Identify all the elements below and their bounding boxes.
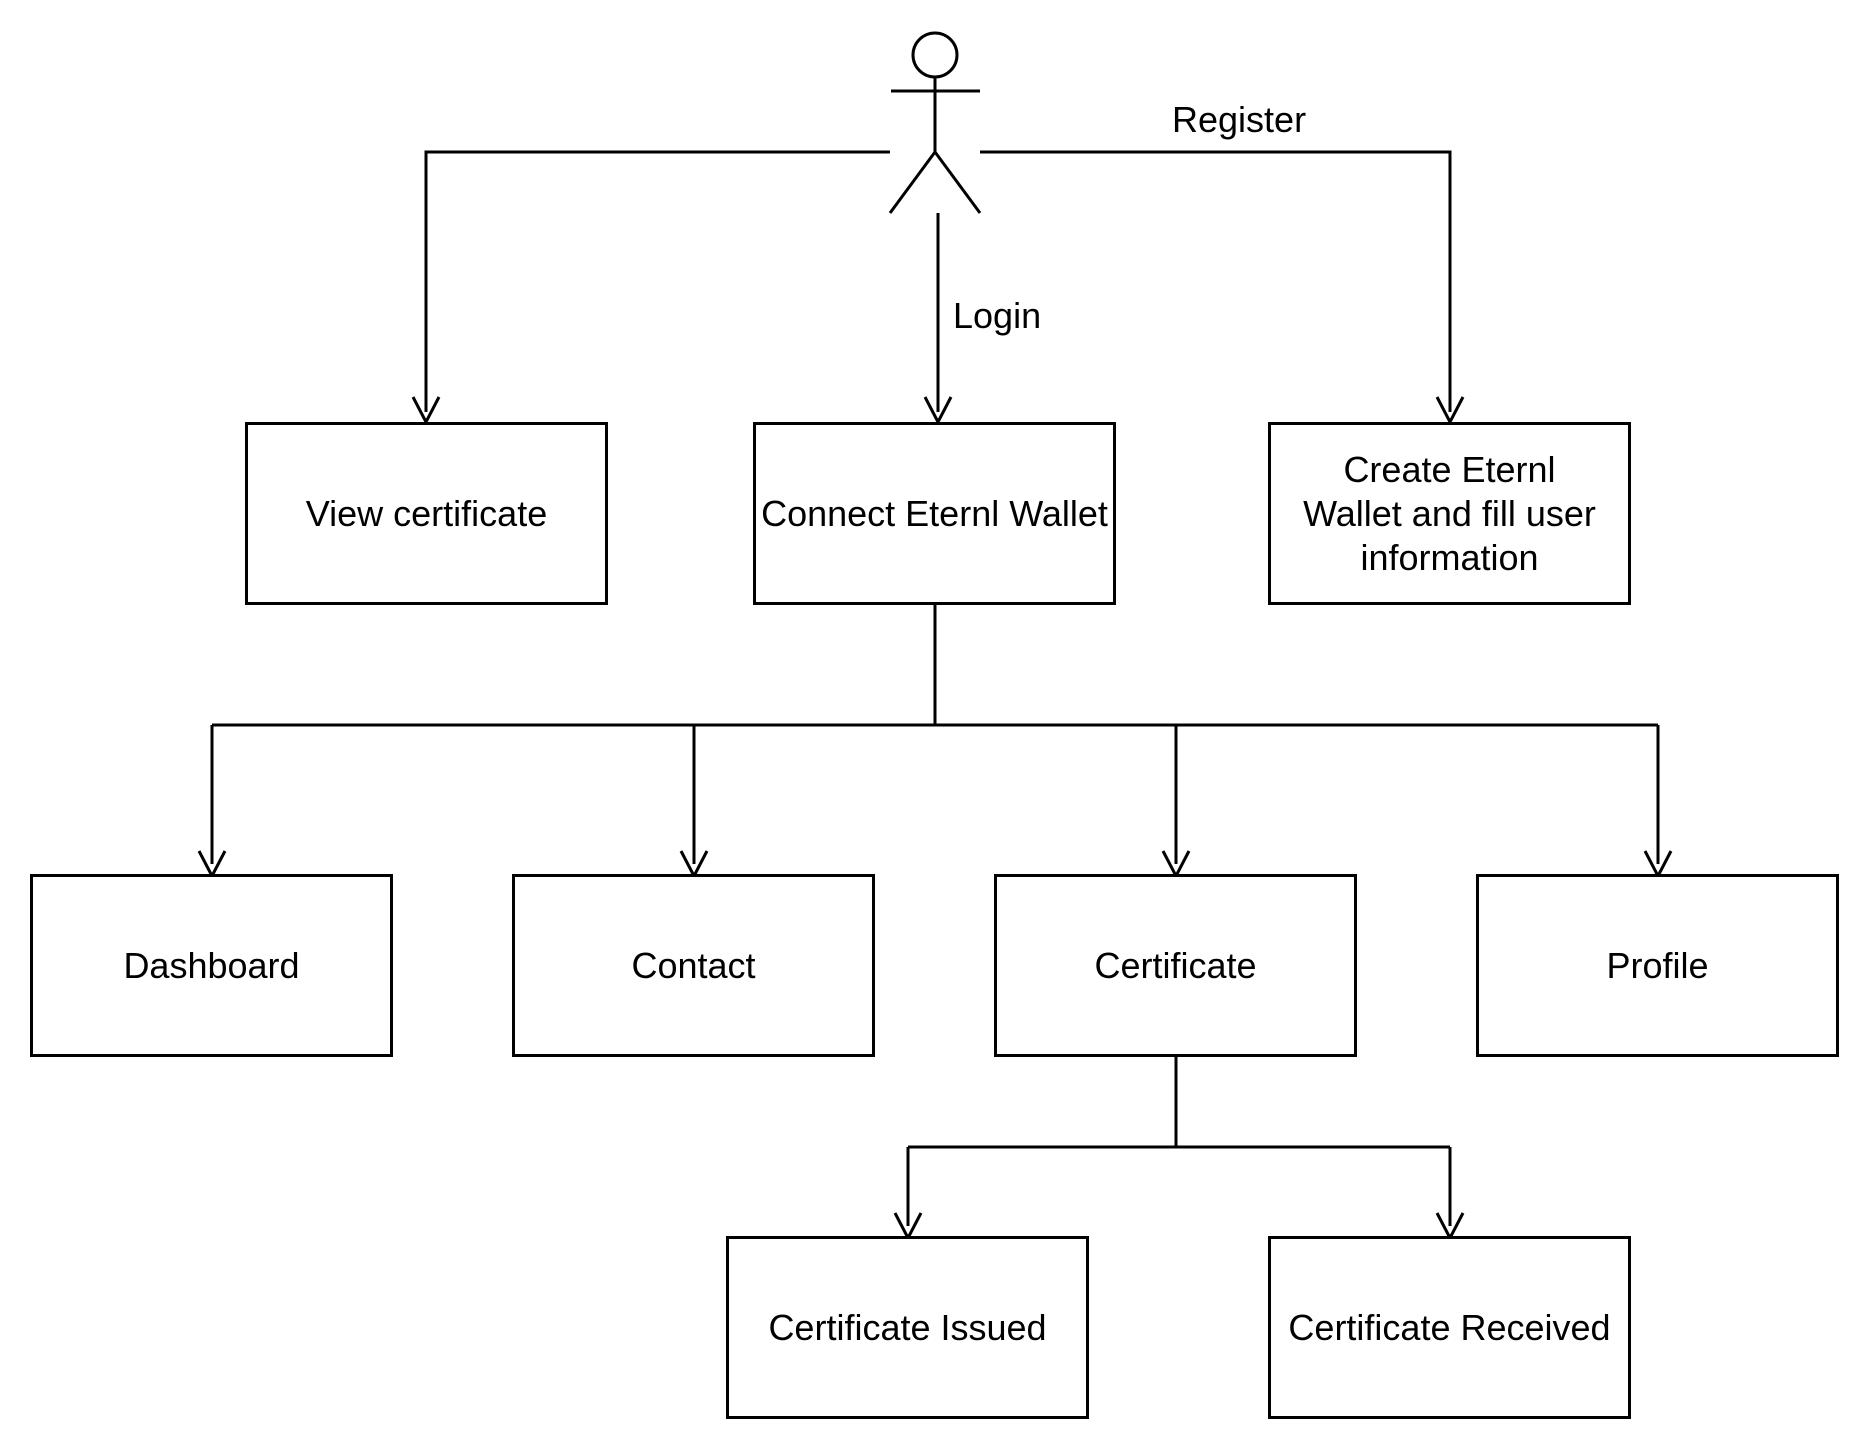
edge-actor-register <box>980 150 1452 412</box>
login-label: Login <box>953 295 1042 336</box>
create-wallet-box[interactable]: Create Eternl Wallet and fill user infor… <box>1268 422 1631 605</box>
edge-actor-view-certificate <box>424 150 890 412</box>
connect-wallet-box[interactable]: Connect Eternl Wallet <box>753 422 1116 605</box>
profile-box[interactable]: Profile <box>1476 874 1839 1057</box>
certificate-received-box[interactable]: Certificate Received <box>1268 1236 1631 1419</box>
view-certificate-box[interactable]: View certificate <box>245 422 608 605</box>
contact-box[interactable]: Contact <box>512 874 875 1057</box>
certificate-issued-box[interactable]: Certificate Issued <box>726 1236 1089 1419</box>
certificate-box[interactable]: Certificate <box>994 874 1357 1057</box>
register-label: Register <box>1172 99 1307 140</box>
dashboard-box[interactable]: Dashboard <box>30 874 393 1057</box>
user-actor-icon <box>888 31 982 214</box>
